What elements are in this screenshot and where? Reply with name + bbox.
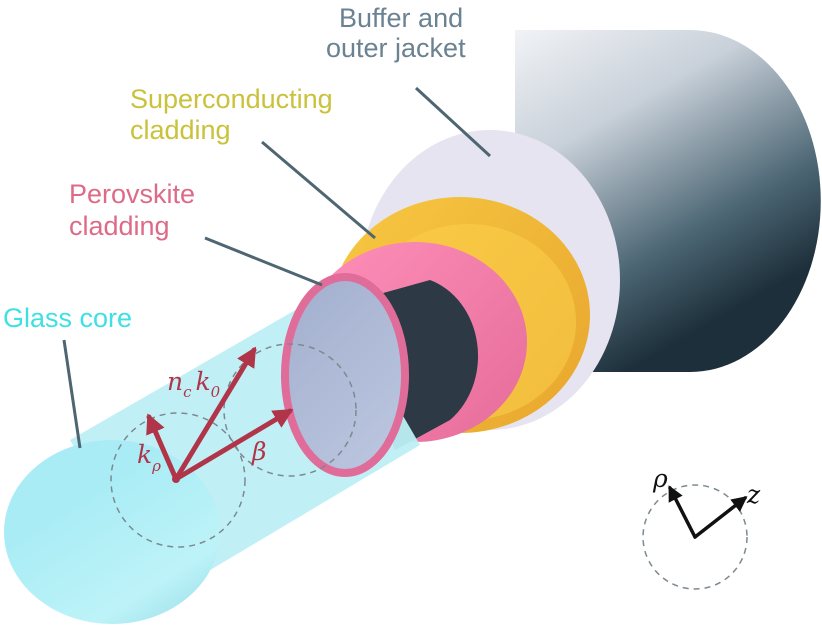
label-glass: Glass core — [3, 303, 132, 333]
rho-axis-label: ρ — [652, 464, 668, 493]
beta-label: β — [251, 437, 266, 466]
vector-origin — [172, 475, 180, 483]
leader-lines — [62, 86, 492, 449]
nk-vector — [173, 346, 257, 482]
z-axis — [693, 496, 748, 539]
leader-perov — [204, 236, 323, 287]
leader-supercond — [261, 140, 376, 240]
dashed-circles — [110, 343, 748, 590]
beta-vector — [173, 408, 294, 482]
core-inner-face — [281, 273, 409, 477]
axes-dashed-circle — [642, 484, 748, 590]
leader-buffer — [414, 86, 492, 158]
dashed-circle-left — [110, 412, 246, 548]
krho-vector — [146, 413, 179, 482]
coordinate-axes — [668, 485, 748, 539]
krho-label: kρ — [137, 440, 161, 475]
rho-axis — [668, 485, 697, 539]
label-buffer: Buffer and outer jacket — [326, 3, 471, 63]
leader-glass — [62, 339, 82, 449]
label-supercond: Superconducting cladding — [130, 84, 340, 145]
z-axis-label: z — [746, 480, 761, 509]
dashed-circle-right — [223, 343, 357, 477]
label-perov: Perovskite cladding — [69, 179, 203, 241]
wave-vectors — [146, 346, 294, 482]
core-end-face — [4, 440, 220, 624]
